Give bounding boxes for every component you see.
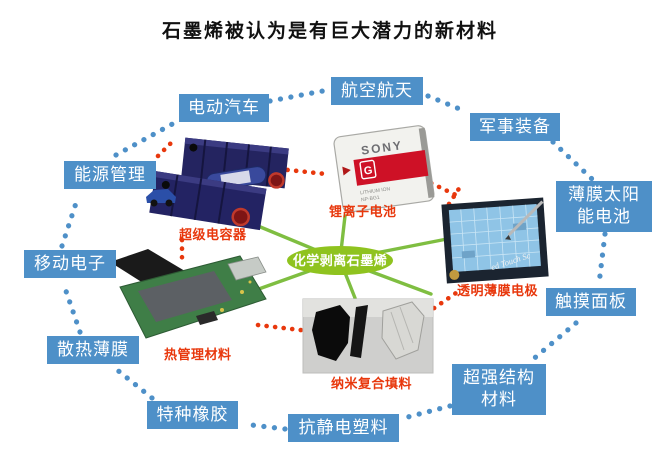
red-connector — [446, 184, 463, 207]
ring-segment — [401, 403, 453, 421]
battery-image: SONY G LITHIUM ION NP-BG1 — [333, 125, 435, 213]
circuit-board-image — [110, 249, 267, 339]
nanocomposite-image — [302, 298, 434, 374]
caption-lithium-ion-battery: 锂离子电池 — [329, 204, 397, 219]
battery-brand-text: SONY — [360, 138, 404, 158]
ring-segment — [63, 288, 83, 335]
ring-label-thin-film-solar: 薄膜太阳能电池 — [556, 181, 652, 232]
ring-segment — [528, 320, 579, 364]
red-connector — [155, 138, 176, 159]
ring-segment — [113, 119, 179, 158]
ring-label-energy-management: 能源管理 — [64, 161, 156, 190]
caption-supercapacitor: 超级电容器 — [179, 227, 247, 242]
ring-label-mobile-electronics: 移动电子 — [24, 250, 116, 279]
caption-nano-composite-filler: 纳米复合填料 — [331, 376, 413, 391]
ring-label-heat-film: 散热薄膜 — [47, 336, 139, 365]
red-connector — [424, 290, 459, 316]
battery-badge-text: G — [363, 165, 373, 178]
supercapacitor-image — [146, 137, 289, 231]
ring-segment — [113, 366, 155, 401]
ring-label-military-equipment: 军事装备 — [470, 113, 560, 142]
ring-segment — [59, 194, 81, 249]
caption-transparent-electrode: 透明薄膜电极 — [457, 283, 539, 298]
touchscreen-image: ed Touch Sc — [441, 197, 549, 284]
battery-small-text-2: NP-BG1 — [361, 195, 380, 204]
caption-thermal-management: 热管理材料 — [164, 347, 232, 362]
ring-label-antistatic-plastic: 抗静电塑料 — [288, 414, 399, 443]
center-node: 化学剥离石墨烯 — [287, 246, 393, 275]
ring-segment — [550, 139, 595, 182]
ring-label-electric-vehicles: 电动汽车 — [179, 94, 269, 123]
red-connector — [255, 322, 312, 334]
outer-dotted-ring — [59, 87, 608, 432]
ring-label-aerospace: 航空航天 — [331, 77, 423, 106]
ring-segment — [596, 231, 608, 287]
toy-car-icon — [146, 189, 176, 207]
ring-segment — [267, 87, 331, 104]
ring-label-structural-material: 超强结构材料 — [452, 364, 546, 415]
red-connector — [276, 166, 329, 177]
ring-label-special-rubber: 特种橡胶 — [147, 401, 238, 430]
battery-small-text-1: LITHIUM ION — [360, 186, 391, 196]
ring-segment — [425, 93, 470, 115]
ring-label-touch-panel: 触摸面板 — [546, 288, 636, 317]
page-title: 石墨烯被认为是有巨大潜力的新材料 — [161, 20, 498, 42]
ring-segment — [240, 421, 288, 432]
